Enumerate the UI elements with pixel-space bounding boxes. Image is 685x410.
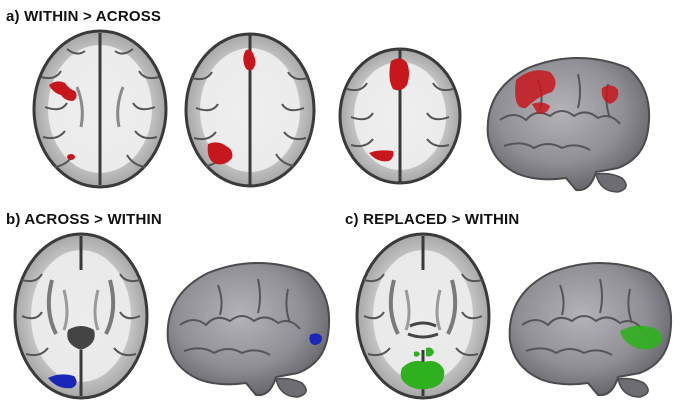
axial-slice-a2 xyxy=(184,32,316,188)
lateral-surface-a xyxy=(486,57,651,193)
activation-cluster xyxy=(48,374,77,389)
lateral-surface-c xyxy=(508,262,673,398)
panel-b-label: b) ACROSS > WITHIN xyxy=(6,211,162,228)
axial-slice-c xyxy=(355,232,491,400)
axial-slice-a3 xyxy=(338,47,462,185)
activation-cluster xyxy=(620,325,663,350)
activation-cluster xyxy=(49,81,77,101)
axial-slice-b xyxy=(13,232,149,400)
axial-slice-a1 xyxy=(32,29,168,189)
activation-cluster xyxy=(309,333,322,345)
activation-cluster xyxy=(243,49,256,71)
panel-c-label: c) REPLACED > WITHIN xyxy=(345,211,520,228)
panel-a-label: a) WITHIN > ACROSS xyxy=(6,8,162,25)
activation-cluster xyxy=(389,58,409,91)
activation-cluster xyxy=(400,360,445,390)
lateral-surface-b xyxy=(166,262,331,398)
activation-cluster xyxy=(515,70,556,114)
